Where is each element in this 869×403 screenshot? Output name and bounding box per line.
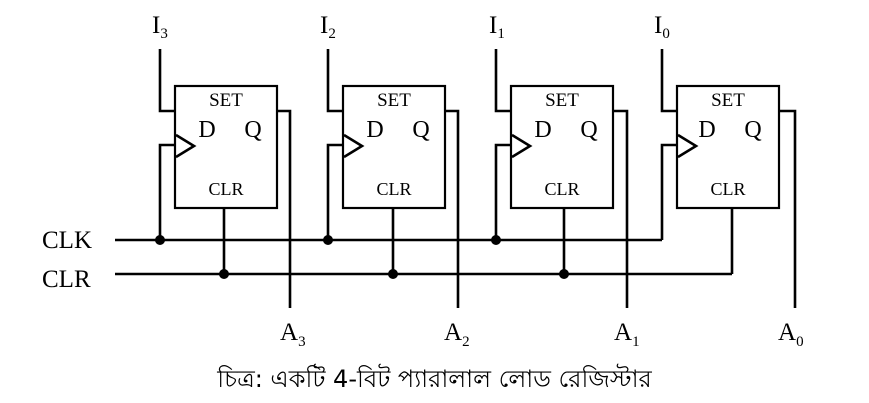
q-label-0: Q: [744, 117, 761, 143]
output-label-0: A0: [778, 319, 804, 350]
flip-flop-3: I3 SET D Q CLR A3: [152, 12, 306, 350]
clock-triangle-3: [175, 133, 197, 159]
input-label-1: I1: [489, 12, 505, 42]
clk-junction-2: [323, 235, 333, 245]
output-wire-3: [277, 109, 292, 308]
clock-wire-1: [494, 143, 512, 240]
clock-wire-2: [326, 143, 344, 240]
q-label-1: Q: [580, 117, 597, 143]
clr-pin-label-3: CLR: [208, 179, 243, 199]
output-label-1: A1: [614, 319, 640, 350]
input-wire-0: [660, 49, 678, 113]
d-label-3: D: [198, 117, 215, 143]
set-label-3: SET: [209, 90, 243, 111]
input-wire-1: [494, 49, 512, 113]
input-label-3: I3: [152, 12, 168, 42]
clock-wire-0: [660, 143, 678, 240]
input-wire-2: [326, 49, 344, 113]
output-wire-0: [779, 109, 797, 308]
clr-label: CLR: [42, 266, 91, 293]
q-label-3: Q: [244, 117, 261, 143]
d-label-2: D: [366, 117, 383, 143]
output-wire-1: [613, 109, 629, 308]
flip-flop-1: I1 SET D Q CLR A1: [489, 12, 640, 350]
output-wire-2: [445, 109, 460, 308]
set-label-1: SET: [545, 90, 579, 111]
d-label-1: D: [534, 117, 551, 143]
d-label-0: D: [698, 117, 715, 143]
input-label-0: I0: [654, 12, 670, 42]
clk-junction-1: [491, 235, 501, 245]
clr-junction-1: [559, 269, 569, 279]
clr-pin-label-2: CLR: [376, 179, 411, 199]
clock-triangle-0: [677, 133, 699, 159]
clr-junction-3: [219, 269, 229, 279]
input-label-2: I2: [320, 12, 336, 42]
clr-junction-2: [388, 269, 398, 279]
output-label-3: A3: [280, 319, 306, 350]
input-wire-3: [158, 49, 176, 113]
figure-caption: চিত্র: একটি 4-বিট প্যারালাল লোড রেজিস্টা…: [217, 365, 652, 393]
clk-junction-3: [155, 235, 165, 245]
flip-flop-2: I2 SET D Q CLR A2: [320, 12, 470, 350]
flip-flop-0: I0 SET D Q CLR A0: [654, 12, 804, 350]
set-label-2: SET: [377, 90, 411, 111]
clr-pin-label-1: CLR: [544, 179, 579, 199]
clock-triangle-2: [343, 133, 365, 159]
clk-label: CLK: [42, 227, 92, 254]
output-label-2: A2: [444, 319, 470, 350]
clr-pin-label-0: CLR: [710, 179, 745, 199]
clock-triangle-1: [511, 133, 533, 159]
q-label-2: Q: [412, 117, 429, 143]
set-label-0: SET: [711, 90, 745, 111]
clock-wire-3: [158, 143, 176, 240]
